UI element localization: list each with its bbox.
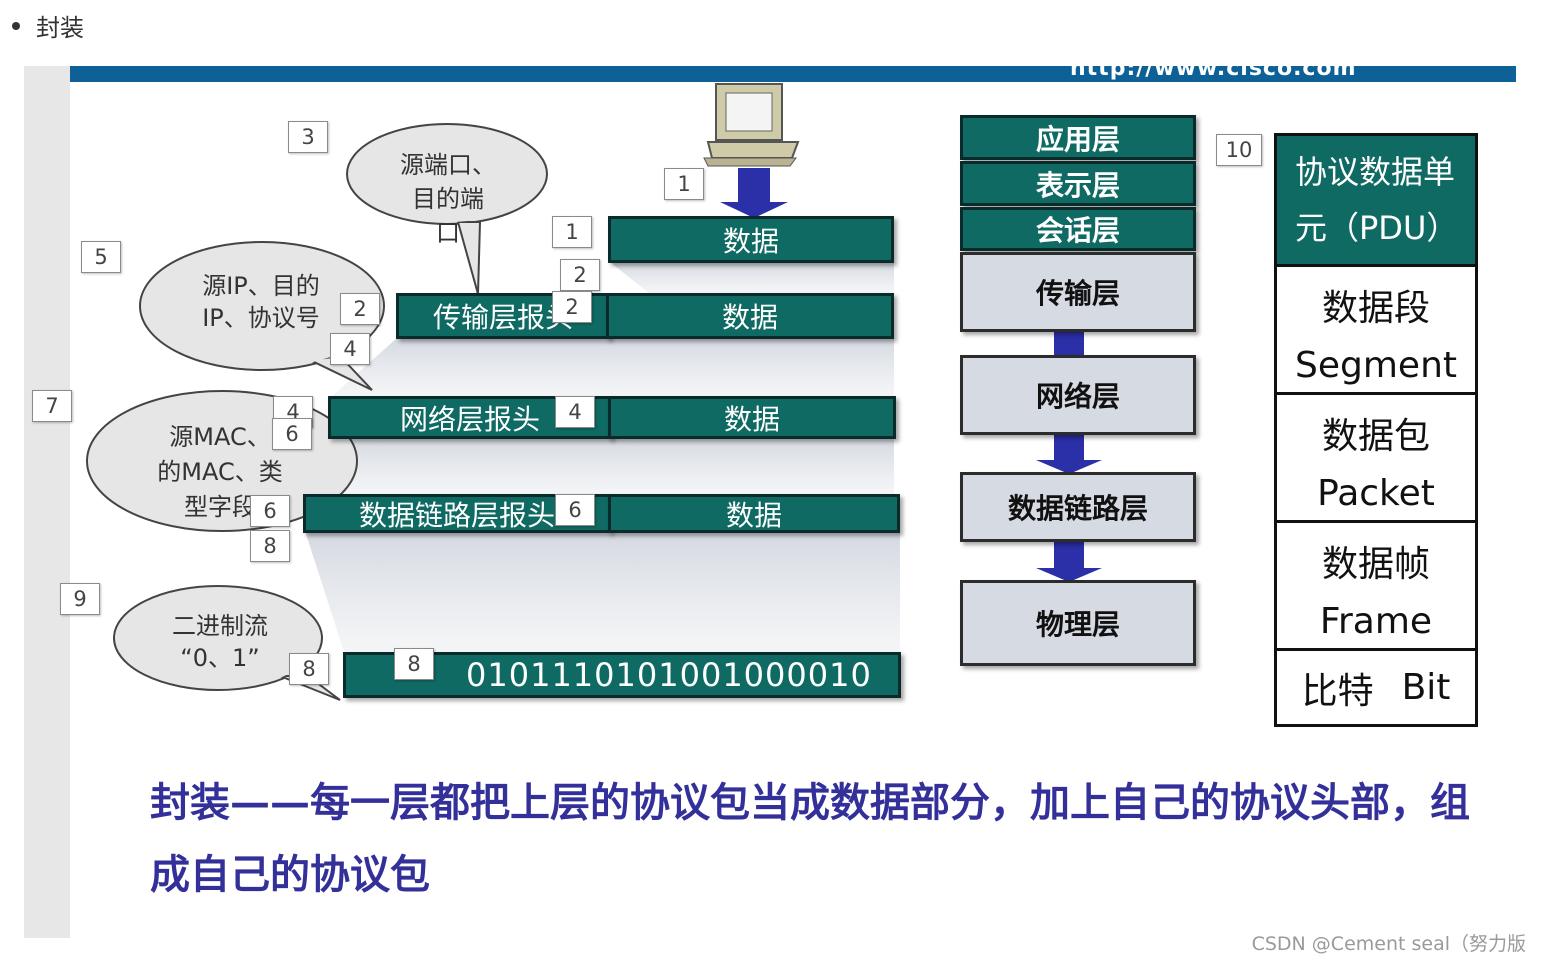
marker-6a: 6 bbox=[272, 418, 312, 450]
pdu-row-en: Packet bbox=[1317, 473, 1435, 514]
marker-10: 10 bbox=[1216, 134, 1262, 166]
banner-url: http://www.cisco.com bbox=[1070, 66, 1357, 81]
marker-6b: 6 bbox=[555, 494, 595, 526]
osi-presentation-layer: 表示层 bbox=[960, 161, 1196, 206]
physical-bits-block: 0101110101001000010 bbox=[343, 652, 901, 698]
computer-icon bbox=[703, 83, 800, 167]
marker-3: 3 bbox=[288, 121, 328, 153]
beam-1 bbox=[610, 262, 894, 294]
bubble-mac-text: 源MAC、 的MAC、类 型字段 bbox=[157, 423, 283, 521]
marker-1a: 1 bbox=[664, 168, 704, 200]
beam-2 bbox=[330, 337, 894, 398]
caption-line-1: 封装——每一层都把上层的协议包当成数据部分，加上自己的协议头部，组 bbox=[150, 779, 1470, 826]
osi-application-layer: 应用层 bbox=[960, 115, 1196, 160]
bubble-binary-text: 二进制流 “0、1” bbox=[172, 612, 268, 672]
osi-datalink-layer: 数据链路层 bbox=[960, 472, 1196, 542]
marker-2c: 2 bbox=[340, 293, 380, 325]
pdu-row-cn: 比特 bbox=[1301, 670, 1374, 712]
pdu-row-cn: 数据段 bbox=[1321, 288, 1430, 329]
osi-transport-layer: 传输层 bbox=[960, 252, 1196, 332]
down-arrow-icon bbox=[720, 168, 788, 218]
top-banner: http://www.cisco.com bbox=[70, 66, 1516, 82]
marker-1b: 1 bbox=[552, 216, 592, 248]
beam-3 bbox=[305, 437, 894, 496]
app-data-block: 数据 bbox=[608, 216, 894, 263]
pdu-row-en: Frame bbox=[1319, 601, 1433, 642]
osi-arrow-icon-3 bbox=[1036, 540, 1102, 582]
marker-8a: 8 bbox=[250, 530, 290, 562]
marker-8b: 8 bbox=[394, 648, 434, 680]
marker-4b: 4 bbox=[555, 396, 595, 428]
caption-line-2: 成自己的协议包 bbox=[150, 851, 430, 898]
marker-9: 9 bbox=[60, 583, 100, 615]
bubble-ip-text: 源IP、目的 IP、协议号 bbox=[202, 272, 320, 332]
pdu-row-en: Bit bbox=[1401, 667, 1451, 708]
datalink-data-block: 数据 bbox=[608, 494, 900, 533]
marker-8c: 8 bbox=[289, 653, 329, 685]
bullet-icon bbox=[12, 21, 20, 30]
osi-physical-layer: 物理层 bbox=[960, 580, 1196, 666]
pdu-row-cn: 数据包 bbox=[1321, 416, 1430, 457]
beam-4 bbox=[305, 531, 900, 655]
watermark: CSDN @Cement seal（努力版 bbox=[1251, 933, 1526, 955]
pdu-title: 协议数据单元（PDU） bbox=[1277, 136, 1475, 264]
osi-arrow-icon-2 bbox=[1036, 432, 1102, 474]
heading-text: 封装 bbox=[36, 14, 84, 42]
osi-network-layer: 网络层 bbox=[960, 355, 1196, 435]
marker-7: 7 bbox=[32, 390, 72, 422]
transport-data-block: 数据 bbox=[606, 293, 894, 339]
marker-5: 5 bbox=[81, 241, 121, 273]
marker-6c: 6 bbox=[250, 495, 290, 527]
pdu-row-bit: 比特 Bit bbox=[1277, 648, 1475, 724]
bullet-heading: 封装 bbox=[12, 8, 84, 43]
marker-2a: 2 bbox=[560, 259, 600, 291]
osi-session-layer: 会话层 bbox=[960, 207, 1196, 251]
bubble-port-text: 源端口、 目的端 口 bbox=[400, 151, 496, 247]
marker-4a: 4 bbox=[330, 333, 370, 365]
pdu-table: 协议数据单元（PDU） 数据段 Segment 数据包 Packet 数据帧 F… bbox=[1274, 133, 1478, 727]
network-data-block: 数据 bbox=[608, 396, 896, 439]
left-gutter bbox=[24, 66, 70, 938]
marker-2b: 2 bbox=[552, 291, 592, 323]
pdu-row-segment: 数据段 Segment bbox=[1277, 264, 1475, 392]
pdu-row-frame: 数据帧 Frame bbox=[1277, 520, 1475, 648]
pdu-row-cn: 数据帧 bbox=[1321, 544, 1430, 585]
pdu-row-en: Segment bbox=[1295, 345, 1457, 386]
pdu-row-packet: 数据包 Packet bbox=[1277, 392, 1475, 520]
